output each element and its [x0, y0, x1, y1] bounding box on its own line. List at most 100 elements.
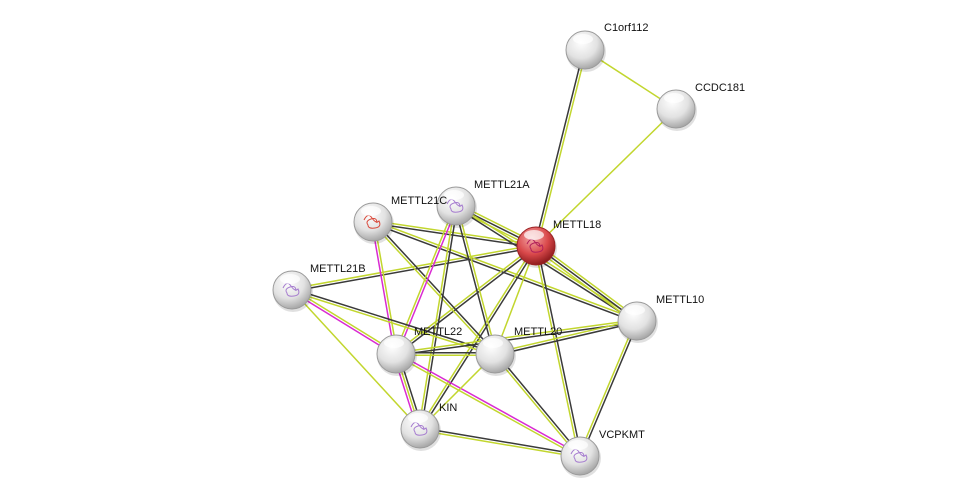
edge-line-textmining: [536, 50, 587, 247]
edge-line-textmining: [371, 222, 495, 356]
node-highlight: [280, 274, 300, 284]
edge-line-coexpression: [454, 206, 637, 323]
edge-line-coexpression: [373, 220, 497, 354]
edge-C1orf112-METTL18[interactable]: [534, 49, 587, 247]
edge-line-textmining: [534, 247, 636, 324]
edge-METTL22-VCPKMT[interactable]: [395, 352, 581, 458]
node-label: METTL21C: [391, 195, 447, 207]
edges-layer: [290, 49, 677, 459]
edge-line-textmining: [394, 205, 456, 354]
edge-line-coexpression: [535, 245, 638, 322]
edge-METTL21A-METTL22[interactable]: [394, 205, 458, 355]
node-label: METTL22: [414, 326, 462, 338]
node-METTL20[interactable]: METTL20: [475, 326, 562, 376]
edge-line-coexpression: [495, 321, 638, 356]
edge-METTL21B-KIN[interactable]: [291, 289, 421, 430]
edge-METTL21A-METTL20[interactable]: [454, 205, 497, 355]
node-VCPKMT[interactable]: VCPKMT: [560, 429, 645, 478]
node-highlight: [573, 34, 593, 44]
protein-structure-icon: [363, 214, 381, 229]
node-highlight: [568, 440, 588, 450]
node-label: KIN: [439, 402, 457, 414]
node-label: METTL20: [514, 326, 562, 338]
node-KIN[interactable]: KIN: [400, 402, 457, 451]
node-METTL21B[interactable]: METTL21B: [272, 263, 366, 312]
edge-line-textmining: [394, 244, 536, 354]
node-METTL10[interactable]: METTL10: [617, 294, 704, 343]
edge-line-textmining: [493, 354, 580, 458]
edge-line-textmining: [537, 243, 639, 320]
edge-line-textmining: [395, 318, 637, 354]
node-CCDC181[interactable]: CCDC181: [656, 82, 745, 131]
edge-line-coexpression: [536, 245, 583, 456]
node-label: METTL18: [553, 219, 601, 231]
edge-METTL21A-METTL10[interactable]: [454, 204, 639, 323]
node-label: METTL21B: [310, 263, 366, 275]
protein-structure-icon: [282, 282, 300, 297]
edge-line-coexpression: [396, 246, 538, 356]
node-C1orf112[interactable]: C1orf112: [565, 22, 648, 72]
edge-line-textmining: [456, 205, 497, 354]
edge-KIN-VCPKMT[interactable]: [419, 426, 581, 459]
protein-structure-icon: [410, 421, 428, 436]
edge-line-textmining: [373, 221, 399, 354]
edge-line-textmining: [291, 243, 536, 290]
edge-METTL21C-METTL22[interactable]: [370, 221, 399, 355]
edge-line-textmining: [535, 108, 677, 247]
edge-METTL10-VCPKMT[interactable]: [578, 320, 639, 457]
edge-line-coexpression: [534, 49, 585, 246]
node-METTL21C[interactable]: METTL21C: [353, 195, 447, 244]
node-highlight: [408, 413, 428, 423]
edge-METTL18-METTL22[interactable]: [394, 244, 538, 356]
node-label: C1orf112: [604, 22, 648, 34]
protein-structure-icon: [446, 198, 464, 213]
node-METTL18[interactable]: METTL18: [516, 219, 601, 268]
edge-METTL18-VCPKMT[interactable]: [533, 245, 583, 457]
edge-METTL18-METTL10[interactable]: [534, 243, 639, 324]
node-highlight: [664, 93, 684, 103]
edge-line-experiments: [396, 352, 581, 456]
edge-line-textmining: [417, 205, 456, 429]
protein-structure-icon: [526, 238, 544, 253]
edge-METTL20-VCPKMT[interactable]: [493, 352, 582, 458]
node-METTL21A[interactable]: METTL21A: [436, 179, 530, 228]
edge-METTL22-METTL10[interactable]: [395, 318, 638, 357]
edge-METTL21C-METTL20[interactable]: [371, 220, 497, 356]
node-highlight: [524, 230, 544, 240]
edge-line-coexpression: [580, 321, 639, 457]
node-label: VCPKMT: [599, 429, 645, 441]
edge-METTL20-METTL10[interactable]: [494, 319, 638, 356]
edge-line-textmining: [533, 246, 580, 457]
edge-line-coexpression: [495, 352, 582, 456]
edge-CCDC181-METTL18[interactable]: [535, 108, 677, 247]
edge-line-experiments: [396, 206, 458, 355]
edge-line-textmining: [395, 354, 580, 458]
node-label: CCDC181: [695, 82, 745, 94]
edge-line-textmining: [291, 289, 421, 430]
edge-line-coexpression: [420, 206, 459, 430]
node-highlight: [384, 338, 404, 348]
edge-line-experiments: [290, 290, 396, 356]
edge-line-textmining: [292, 288, 398, 354]
edge-line-textmining: [578, 320, 637, 456]
node-highlight: [444, 190, 464, 200]
edge-METTL21A-KIN[interactable]: [417, 205, 459, 430]
node-label: METTL10: [656, 294, 704, 306]
node-highlight: [625, 305, 645, 315]
edge-line-coexpression: [420, 426, 581, 456]
protein-structure-icon: [570, 448, 588, 463]
node-METTL22[interactable]: METTL22: [376, 326, 462, 376]
edge-line-experiments: [370, 222, 396, 355]
node-highlight: [361, 206, 381, 216]
edge-line-textmining: [494, 319, 637, 354]
node-highlight: [483, 338, 503, 348]
edge-line-coexpression: [292, 288, 496, 354]
edge-line-textmining: [419, 429, 580, 459]
edge-line-coexpression: [454, 206, 495, 355]
edge-METTL21B-METTL22[interactable]: [290, 288, 398, 356]
edge-line-coexpression: [396, 321, 638, 357]
node-label: METTL21A: [474, 179, 530, 191]
edge-line-coexpression: [372, 222, 536, 249]
